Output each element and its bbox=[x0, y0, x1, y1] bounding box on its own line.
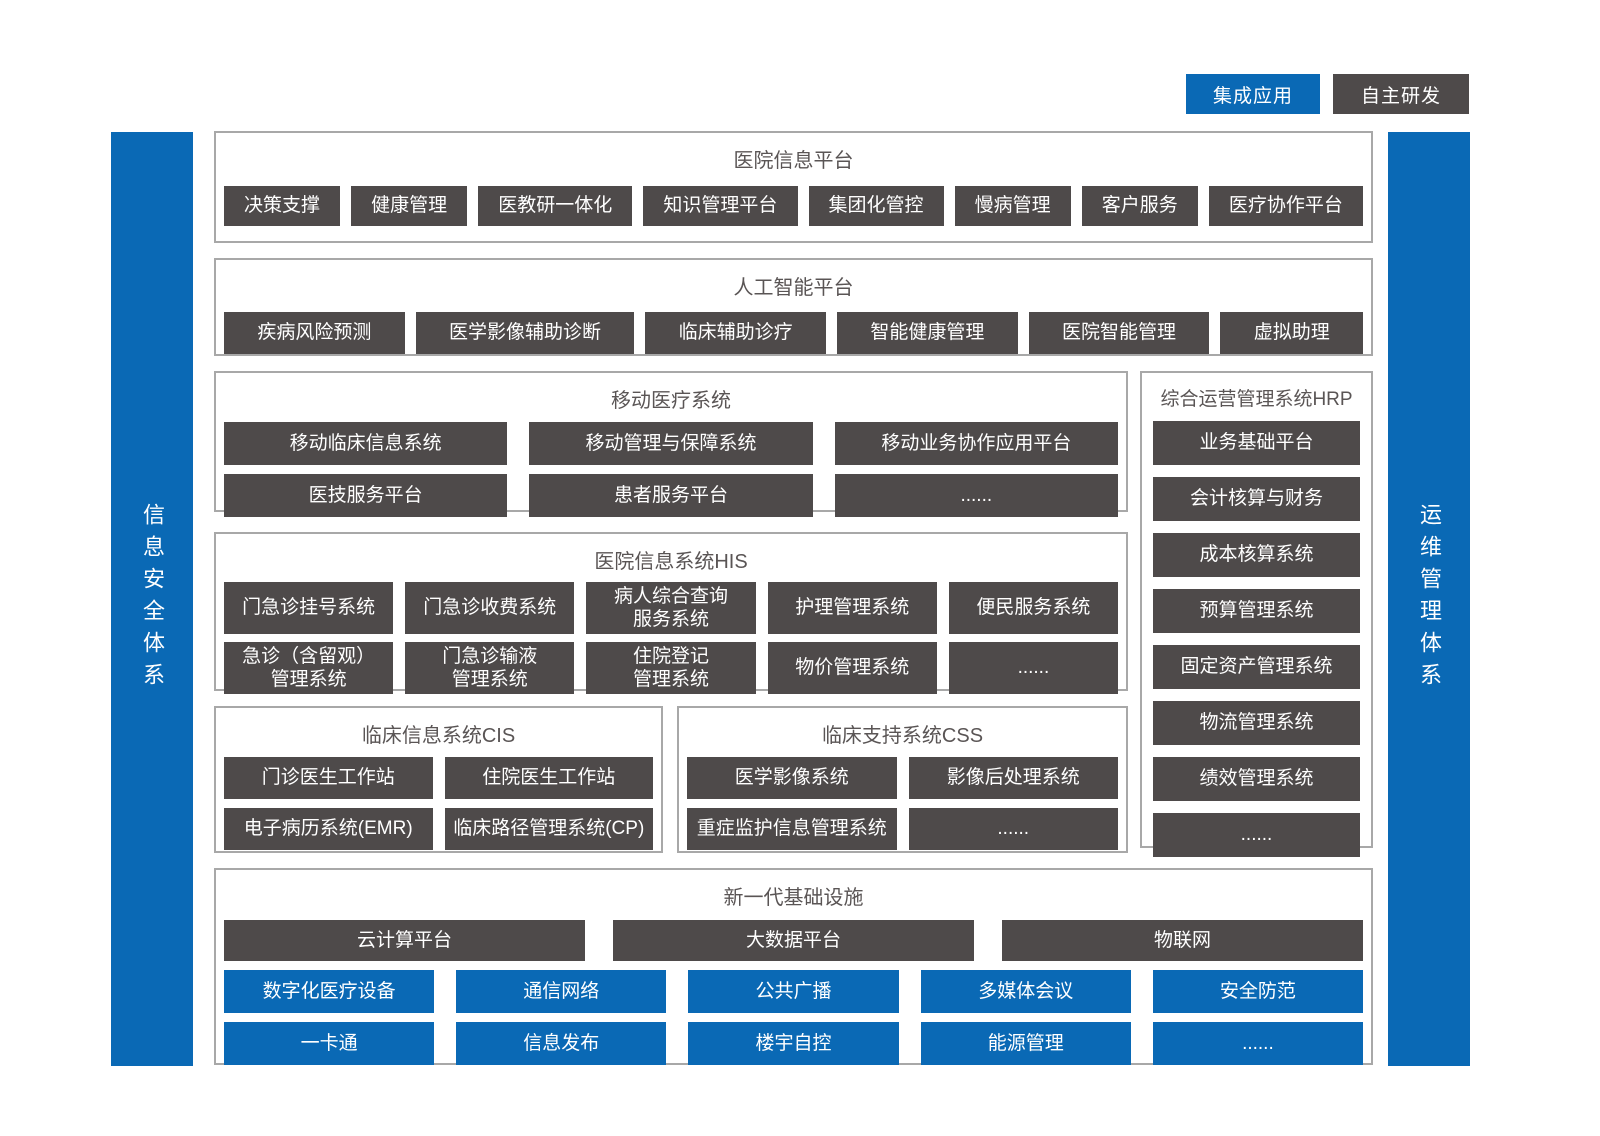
infra-button: ...... bbox=[1152, 1022, 1364, 1065]
module-button: 云计算平台 bbox=[224, 920, 585, 961]
module-button: 业务基础平台 bbox=[1153, 421, 1360, 465]
section-title: 人工智能平台 bbox=[733, 277, 854, 299]
module-button: 医教研一体化 bbox=[478, 186, 633, 226]
module-row: 医学影像系统 影像后处理系统 bbox=[679, 757, 1126, 799]
section-cis: 临床信息系统CIS 门诊医生工作站 住院医生工作站 电子病历系统(EMR) 临床… bbox=[214, 706, 663, 853]
legend-self-developed-badge: 自主研发 bbox=[1333, 74, 1469, 114]
module-button: ...... bbox=[948, 642, 1119, 694]
section-hospital-info-platform: 医院信息平台 决策支撑 健康管理 医教研一体化 知识管理平台 集团化管控 慢病管… bbox=[214, 131, 1373, 243]
module-button: 会计核算与财务 bbox=[1153, 477, 1360, 521]
module-button: 医学影像系统 bbox=[687, 757, 897, 799]
module-button: 门急诊输液 管理系统 bbox=[405, 642, 575, 694]
module-button: 慢病管理 bbox=[954, 186, 1071, 226]
section-title: 医院信息系统HIS bbox=[594, 551, 748, 573]
module-row: 急诊（含留观） 管理系统 门急诊输液 管理系统 住院登记 管理系统 物价管理系统… bbox=[216, 642, 1126, 694]
module-button: 住院登记 管理系统 bbox=[586, 642, 756, 694]
module-button: 智能健康管理 bbox=[837, 312, 1018, 354]
module-button: 预算管理系统 bbox=[1153, 589, 1360, 633]
module-button: 知识管理平台 bbox=[643, 186, 798, 226]
section-ai-platform: 人工智能平台 疾病风险预测 医学影像辅助诊断 临床辅助诊疗 智能健康管理 医院智… bbox=[214, 258, 1373, 356]
module-button: 健康管理 bbox=[351, 186, 468, 226]
module-row: 疾病风险预测 医学影像辅助诊断 临床辅助诊疗 智能健康管理 医院智能管理 虚拟助… bbox=[216, 312, 1371, 354]
ops-management-sidebar: 运维管理体系 bbox=[1388, 132, 1470, 1066]
module-row: 一卡通 信息发布 楼宇自控 能源管理 ...... bbox=[216, 1022, 1371, 1065]
module-button: 绩效管理系统 bbox=[1153, 757, 1360, 801]
section-title: 移动医疗系统 bbox=[611, 390, 731, 412]
infra-button: 公共广播 bbox=[688, 970, 899, 1013]
module-button: 虚拟助理 bbox=[1220, 312, 1364, 354]
module-button: 门急诊挂号系统 bbox=[224, 582, 394, 634]
module-button: 临床路径管理系统(CP) bbox=[444, 808, 653, 850]
module-button: 大数据平台 bbox=[613, 920, 974, 961]
module-button: 客户服务 bbox=[1081, 186, 1198, 226]
module-row: 移动临床信息系统 移动管理与保障系统 移动业务协作应用平台 bbox=[216, 422, 1126, 465]
info-security-label: 信息安全体系 bbox=[140, 503, 165, 695]
module-button: ...... bbox=[1153, 813, 1360, 857]
info-security-sidebar: 信息安全体系 bbox=[111, 132, 193, 1066]
infra-button: 信息发布 bbox=[456, 1022, 667, 1065]
infra-button: 能源管理 bbox=[920, 1022, 1131, 1065]
section-title: 临床信息系统CIS bbox=[361, 725, 516, 747]
infra-button: 通信网络 bbox=[456, 970, 667, 1013]
module-row: 医技服务平台 患者服务平台 ...... bbox=[216, 474, 1126, 517]
module-button: 临床辅助诊疗 bbox=[645, 312, 827, 354]
module-row: 门诊医生工作站 住院医生工作站 bbox=[216, 757, 661, 799]
module-button: 物价管理系统 bbox=[767, 642, 937, 694]
module-button: 护理管理系统 bbox=[767, 582, 937, 634]
module-button: 医院智能管理 bbox=[1028, 312, 1210, 354]
module-button: 集团化管控 bbox=[808, 186, 944, 226]
module-column: 业务基础平台 会计核算与财务 成本核算系统 预算管理系统 固定资产管理系统 物流… bbox=[1142, 411, 1371, 857]
ops-management-label: 运维管理体系 bbox=[1417, 503, 1442, 695]
section-title: 临床支持系统CSS bbox=[821, 725, 984, 747]
infra-button: 一卡通 bbox=[224, 1022, 435, 1065]
module-button: ...... bbox=[908, 808, 1118, 850]
module-button: 电子病历系统(EMR) bbox=[224, 808, 433, 850]
module-row: 电子病历系统(EMR) 临床路径管理系统(CP) bbox=[216, 808, 661, 850]
module-row: 云计算平台 大数据平台 物联网 bbox=[216, 920, 1371, 961]
module-button: 医技服务平台 bbox=[224, 474, 508, 517]
infra-button: 数字化医疗设备 bbox=[224, 970, 435, 1013]
module-button: 便民服务系统 bbox=[948, 582, 1119, 634]
module-button: 重症监护信息管理系统 bbox=[687, 808, 897, 850]
module-row: 门急诊挂号系统 门急诊收费系统 病人综合查询 服务系统 护理管理系统 便民服务系… bbox=[216, 582, 1126, 634]
module-row: 数字化医疗设备 通信网络 公共广播 多媒体会议 安全防范 bbox=[216, 970, 1371, 1013]
section-mobile-medical: 移动医疗系统 移动临床信息系统 移动管理与保障系统 移动业务协作应用平台 医技服… bbox=[214, 371, 1128, 517]
infra-button: 安全防范 bbox=[1152, 970, 1364, 1013]
module-button: 影像后处理系统 bbox=[908, 757, 1118, 799]
module-button: 移动临床信息系统 bbox=[224, 422, 508, 465]
section-title: 医院信息平台 bbox=[733, 150, 854, 172]
module-button: 物联网 bbox=[1002, 920, 1363, 961]
module-button: 门诊医生工作站 bbox=[224, 757, 433, 799]
module-button: 决策支撑 bbox=[224, 186, 341, 226]
section-infrastructure: 新一代基础设施 云计算平台 大数据平台 物联网 数字化医疗设备 通信网络 公共广… bbox=[214, 868, 1373, 1065]
module-button: 移动管理与保障系统 bbox=[529, 422, 813, 465]
module-button: 医学影像辅助诊断 bbox=[415, 312, 635, 354]
section-title: 新一代基础设施 bbox=[723, 887, 864, 909]
module-button: 门急诊收费系统 bbox=[405, 582, 575, 634]
module-button: 急诊（含留观） 管理系统 bbox=[224, 642, 394, 694]
module-button: 成本核算系统 bbox=[1153, 533, 1360, 577]
module-button: 固定资产管理系统 bbox=[1153, 645, 1360, 689]
section-his: 医院信息系统HIS 门急诊挂号系统 门急诊收费系统 病人综合查询 服务系统 护理… bbox=[214, 532, 1128, 694]
module-button: 移动业务协作应用平台 bbox=[834, 422, 1118, 465]
module-button: 住院医生工作站 bbox=[444, 757, 653, 799]
infra-button: 楼宇自控 bbox=[688, 1022, 899, 1065]
module-button: 病人综合查询 服务系统 bbox=[586, 582, 756, 634]
module-button: 患者服务平台 bbox=[529, 474, 813, 517]
module-row: 决策支撑 健康管理 医教研一体化 知识管理平台 集团化管控 慢病管理 客户服务 … bbox=[216, 186, 1371, 226]
module-button: 疾病风险预测 bbox=[224, 312, 405, 354]
module-button: ...... bbox=[834, 474, 1118, 517]
section-hrp: 综合运营管理系统HRP 业务基础平台 会计核算与财务 成本核算系统 预算管理系统… bbox=[1140, 371, 1373, 857]
section-title: 综合运营管理系统HRP bbox=[1160, 389, 1353, 410]
module-button: 医疗协作平台 bbox=[1208, 186, 1363, 226]
module-row: 重症监护信息管理系统 ...... bbox=[679, 808, 1126, 850]
legend-integrated-badge: 集成应用 bbox=[1186, 74, 1320, 114]
module-button: 物流管理系统 bbox=[1153, 701, 1360, 745]
infra-button: 多媒体会议 bbox=[920, 970, 1131, 1013]
section-css: 临床支持系统CSS 医学影像系统 影像后处理系统 重症监护信息管理系统 ....… bbox=[677, 706, 1128, 853]
